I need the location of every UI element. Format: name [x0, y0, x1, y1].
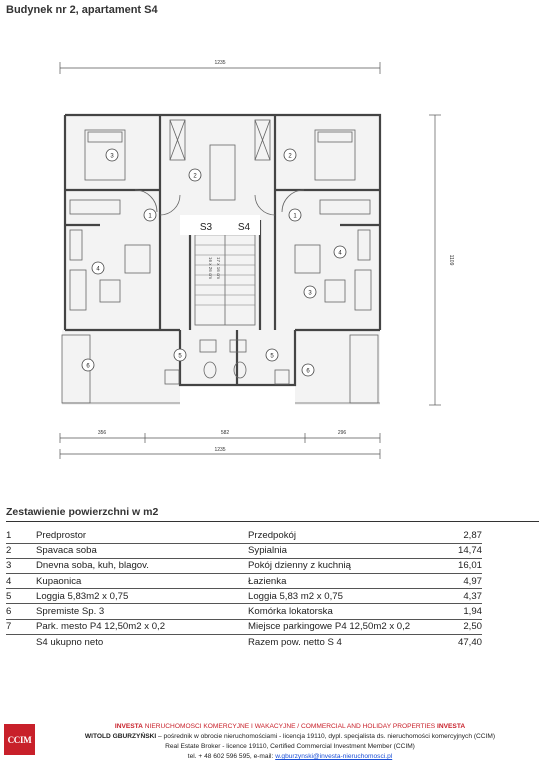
row-number: 3	[6, 558, 36, 575]
brand-name: INVESTA	[114, 723, 143, 730]
room-name-pl: Komórka lokatorska	[248, 603, 438, 620]
room-name-pl: Przedpokój	[248, 528, 438, 544]
row-number: 5	[6, 588, 36, 605]
room-name-pl: Miejsce parkingowe P4 12,50m2 x 0,2	[248, 619, 438, 635]
broker-license: – pośrednik w obrocie nieruchomościami -…	[156, 733, 496, 740]
footer-text: INVESTA NIERUCHOMOSCI KOMERCYJNE I WAKAC…	[40, 722, 540, 762]
ccim-logo: CCIM	[4, 724, 35, 755]
footer-line-1: INVESTA NIERUCHOMOSCI KOMERCYJNE I WAKAC…	[40, 722, 540, 732]
room-number: 3	[110, 154, 114, 160]
room-name-hr: Spavaca soba	[36, 543, 248, 559]
footer-line-2: WITOLD GBURZYŃSKI – pośrednik w obrocie …	[40, 732, 540, 742]
room-name-pl: Sypialnia	[248, 543, 438, 559]
table-row: 6 Spremiste Sp. 3 Komórka lokatorska 1,9…	[6, 603, 482, 620]
row-number	[6, 634, 36, 649]
room-name-hr: Dnevna soba, kuh, blagov.	[36, 558, 248, 575]
unit-label-s3: S3	[200, 222, 213, 233]
footer-line-4: tel. + 48 602 596 595, e-mail: w.gburzyn…	[40, 752, 540, 762]
area-value: 2,87	[438, 528, 482, 544]
room-name-hr: Kupaonica	[36, 573, 248, 590]
dim-bottom-mid: 582	[221, 430, 230, 436]
area-value: 4,97	[438, 573, 482, 590]
area-value: 14,74	[438, 543, 482, 559]
room-number: 1	[148, 214, 152, 220]
area-value: 4,37	[438, 588, 482, 605]
room-number: 5	[178, 354, 182, 360]
row-number: 6	[6, 603, 36, 620]
room-number: 2	[288, 154, 292, 160]
table-row: 4 Kupaonica Łazienka 4,97	[6, 573, 482, 590]
stair-label-1: 17 x 16 cm	[216, 257, 221, 279]
area-value: 16,01	[438, 558, 482, 575]
dim-bottom-total: 1235	[214, 447, 225, 453]
room-number: 2	[193, 174, 197, 180]
room-name-hr: Spremiste Sp. 3	[36, 603, 248, 620]
row-number: 7	[6, 619, 36, 635]
summary-divider	[6, 521, 539, 522]
row-number: 2	[6, 543, 36, 559]
room-name-pl: Loggia 5,83 m2 x 0,75	[248, 588, 438, 605]
area-summary-table: 1 Predprostor Przedpokój 2,87 2 Spavaca …	[6, 528, 482, 650]
table-row: 1 Predprostor Przedpokój 2,87	[6, 528, 482, 544]
stair-label-2: 16 x 26 cm	[208, 257, 213, 279]
table-row: 5 Loggia 5,83m2 x 0,75 Loggia 5,83 m2 x …	[6, 588, 482, 605]
floor-plan-drawing: 1235 356 582 296 1235 1109 S3 S4 17 x 16…	[59, 60, 454, 459]
room-name-hr: Park. mesto P4 12,50m2 x 0,2	[36, 619, 248, 635]
total-value: 47,40	[457, 636, 482, 648]
brand-tagline: NIERUCHOMOSCI KOMERCYJNE I WAKACYJNE / C…	[142, 723, 438, 730]
total-label-pl: Razem pow. netto S 4	[248, 636, 342, 648]
floor-plan: 1235 356 582 296 1235 1109 S3 S4 17 x 16…	[0, 40, 545, 470]
room-name-hr: Loggia 5,83m2 x 0,75	[36, 588, 248, 605]
dim-bottom-left: 356	[98, 430, 107, 436]
row-number: 4	[6, 573, 36, 590]
brand-name: INVESTA	[437, 723, 466, 730]
broker-name: WITOLD GBURZYŃSKI	[84, 733, 157, 740]
room-name-pl: Pokój dzienny z kuchnią	[248, 558, 438, 575]
room-number: 1	[293, 214, 297, 220]
room-number: 3	[308, 291, 312, 297]
contact-email-link[interactable]: w.gburzynski@investa-nieruchomosci.pl	[275, 753, 393, 760]
dim-right: 1109	[448, 255, 454, 266]
dim-top-total: 1235	[214, 60, 225, 66]
room-number: 5	[270, 354, 274, 360]
page-title: Budynek nr 2, apartament S4	[6, 4, 158, 16]
row-number: 1	[6, 528, 36, 544]
contact-phone: tel. + 48 602 596 595, e-mail:	[187, 753, 276, 760]
area-value: 2,50	[438, 619, 482, 635]
table-row: 7 Park. mesto P4 12,50m2 x 0,2 Miejsce p…	[6, 619, 482, 635]
room-number: 6	[306, 369, 310, 375]
room-name-pl: Łazienka	[248, 573, 438, 590]
table-row: 3 Dnevna soba, kuh, blagov. Pokój dzienn…	[6, 558, 482, 575]
room-number: 4	[96, 267, 100, 273]
footer-line-3: Real Estate Broker - licence 19110, Cert…	[165, 743, 415, 750]
unit-label-s4: S4	[238, 222, 251, 233]
room-name-hr: Predprostor	[36, 528, 248, 544]
dim-bottom-right: 296	[338, 430, 347, 436]
summary-title: Zestawienie powierzchni w m2	[6, 506, 159, 518]
footer: CCIM INVESTA NIERUCHOMOSCI KOMERCYJNE I …	[0, 718, 545, 768]
table-row-total: S4 ukupno neto Razem pow. netto S 4 47,4…	[6, 634, 482, 649]
room-number: 6	[86, 364, 90, 370]
room-number: 4	[338, 251, 342, 257]
total-label-hr: S4 ukupno neto	[36, 636, 104, 648]
table-row: 2 Spavaca soba Sypialnia 14,74	[6, 543, 482, 559]
area-value: 1,94	[438, 603, 482, 620]
